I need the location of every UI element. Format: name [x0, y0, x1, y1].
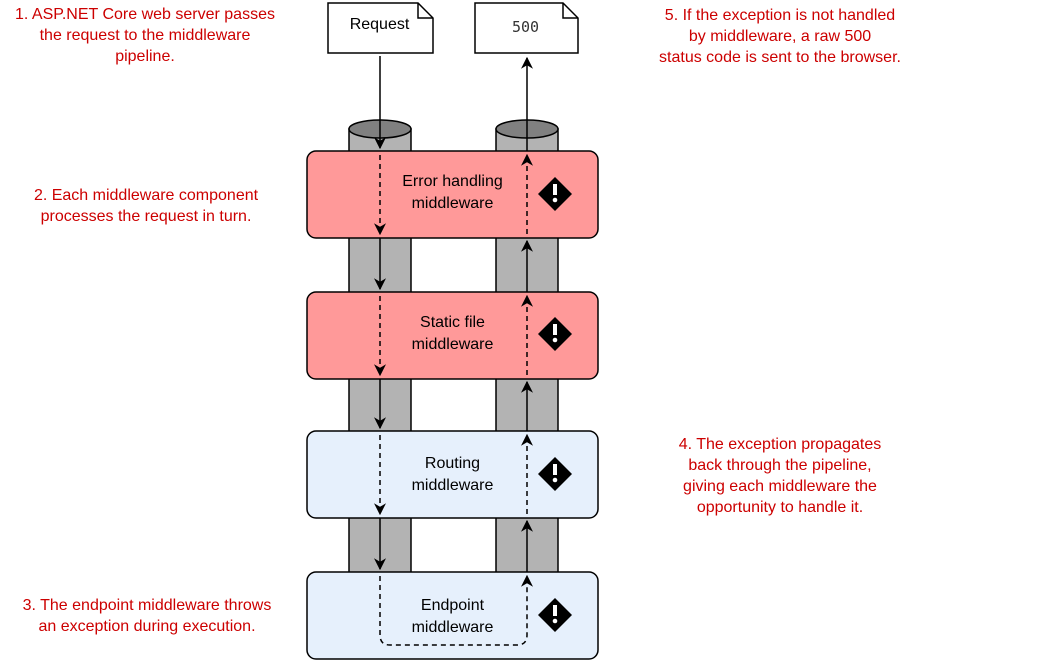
response-document [474, 2, 579, 54]
routing-middleware-label: Routing middleware [411, 455, 494, 494]
note-4: 4. The exception propagates back through… [678, 436, 882, 516]
warning-icon [538, 177, 572, 211]
status-500-label: 500 [511, 18, 540, 36]
endpoint-middleware-box [306, 571, 599, 660]
endpoint-middleware-label: Endpoint middleware [411, 597, 494, 636]
note-3: 3. The endpoint middleware throws an exc… [22, 597, 272, 635]
request-document [327, 2, 434, 54]
note-1: 1. ASP.NET Core web server passes the re… [15, 6, 275, 65]
static-file-middleware-box [306, 291, 599, 380]
error-handling-middleware-box [306, 150, 599, 239]
error-handling-middleware-label: Error handling middleware [402, 173, 503, 212]
note-2: 2. Each middleware component processes t… [33, 187, 259, 225]
warning-icon [538, 317, 572, 351]
routing-middleware-box [306, 430, 599, 519]
note-5: 5. If the exception is not handled by mi… [659, 7, 901, 66]
warning-icon [538, 457, 572, 491]
warning-icon [538, 598, 572, 632]
request-label: Request [349, 16, 410, 33]
static-file-middleware-label: Static file middleware [411, 314, 494, 353]
exception-path [379, 574, 533, 646]
